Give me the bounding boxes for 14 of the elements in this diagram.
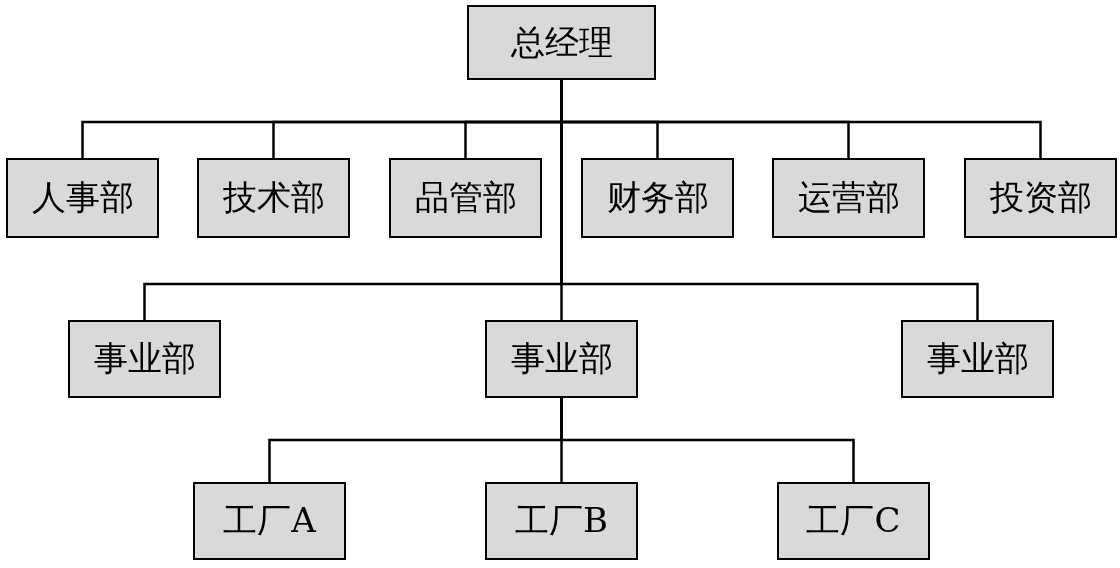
department-box: 财务部 <box>581 158 734 238</box>
department-box: 人事部 <box>6 158 159 238</box>
department-box: 事业部 <box>901 320 1054 398</box>
department-box: 工厂B <box>485 482 638 560</box>
department-box: 运营部 <box>772 158 925 238</box>
department-box: 工厂A <box>193 482 346 560</box>
department-box: 事业部 <box>68 320 221 398</box>
department-box: 投资部 <box>964 158 1117 238</box>
department-box: 工厂C <box>777 482 930 560</box>
connector-line <box>560 398 855 482</box>
manager-box: 总经理 <box>467 5 656 80</box>
department-box: 技术部 <box>197 158 350 238</box>
department-box: 品管部 <box>389 158 542 238</box>
department-box: 事业部 <box>485 320 638 398</box>
